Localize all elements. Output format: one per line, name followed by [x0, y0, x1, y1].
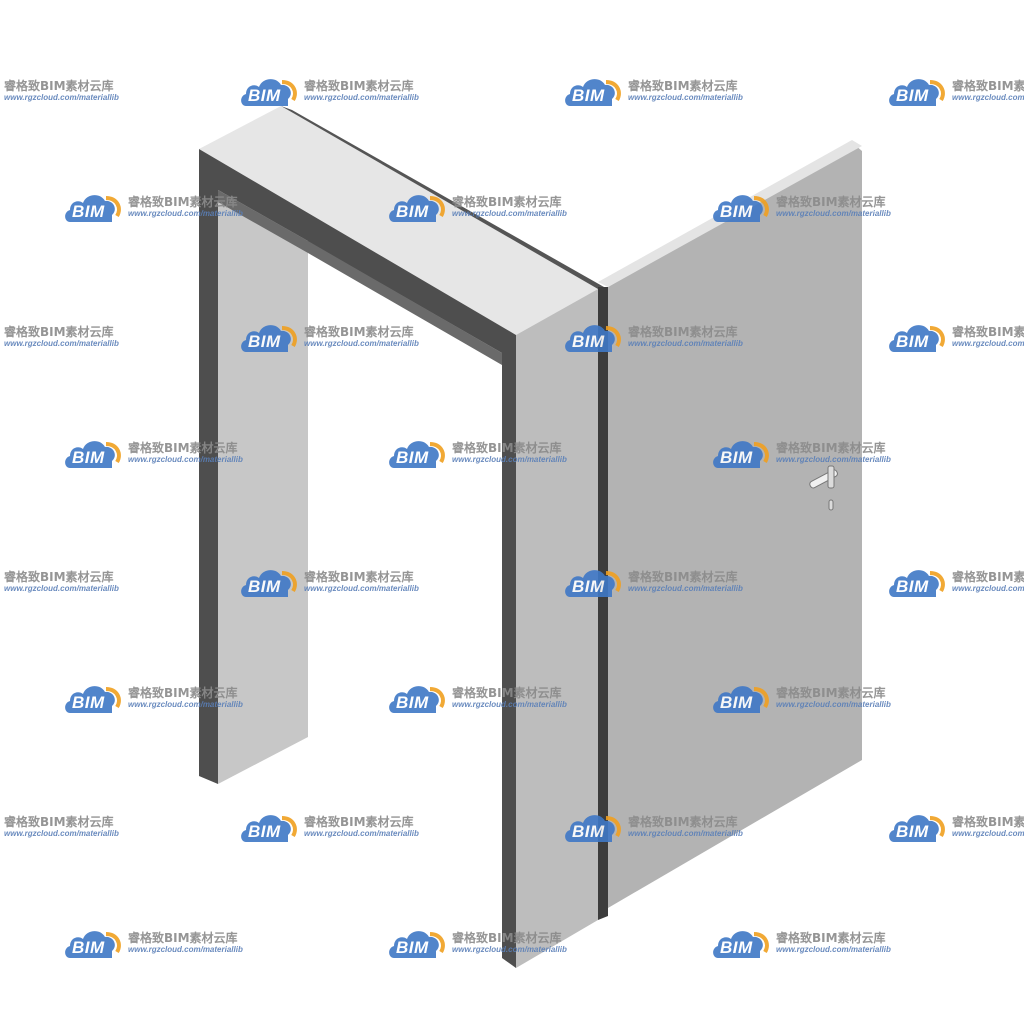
- frame-right-jamb-side: [516, 289, 598, 968]
- frame-left-jamb-side: [218, 190, 308, 784]
- frame-head-soffit: [218, 190, 502, 365]
- door-handle: [809, 465, 838, 511]
- door-leaf-face: [608, 145, 862, 908]
- door-gap: [598, 287, 608, 920]
